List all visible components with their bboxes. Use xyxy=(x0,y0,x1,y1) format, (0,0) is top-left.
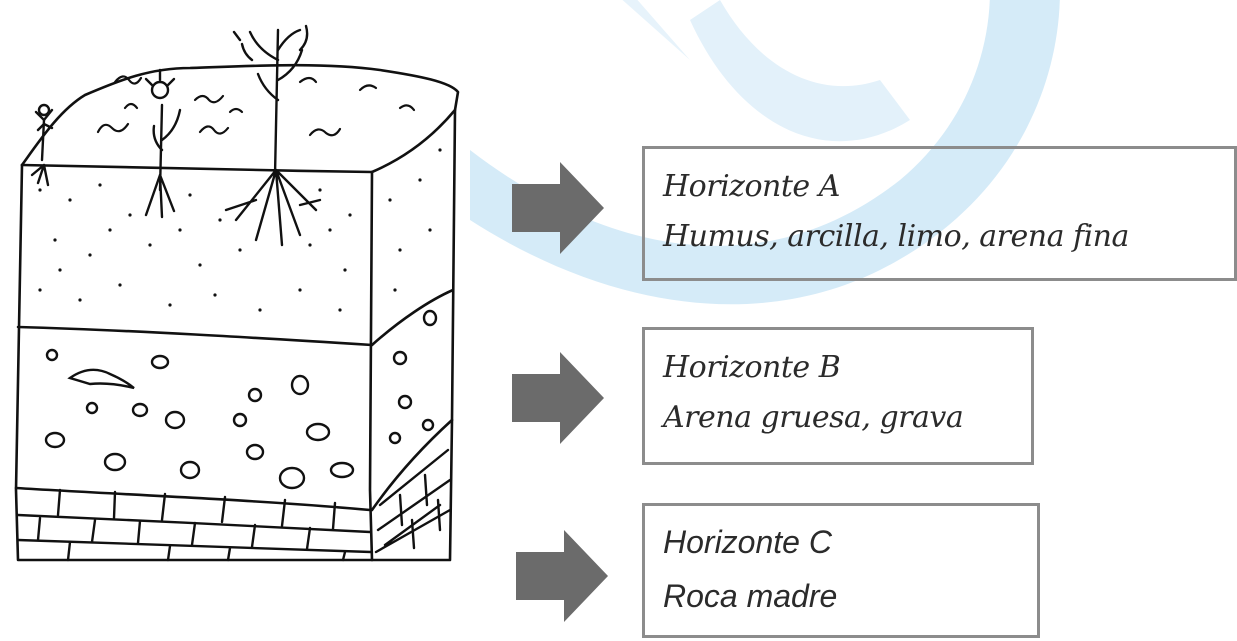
horizon-c-title: Horizonte C xyxy=(663,524,832,560)
horizon-b-title: Horizonte B xyxy=(663,350,841,385)
horizon-b-description: Arena gruesa, grava xyxy=(663,400,964,435)
horizon-b-box: Horizonte B Arena gruesa, grava xyxy=(642,327,1034,465)
horizon-c-description: Roca madre xyxy=(663,578,838,614)
horizon-a-box: Horizonte A Humus, arcilla, limo, arena … xyxy=(642,146,1237,281)
horizon-c-box: Horizonte C Roca madre xyxy=(642,503,1040,638)
right-arrow-icon xyxy=(516,530,608,622)
horizon-a-description: Humus, arcilla, limo, arena fina xyxy=(663,219,1129,254)
horizon-a-title: Horizonte A xyxy=(663,169,840,204)
right-arrow-icon xyxy=(512,352,604,444)
right-arrow-icon xyxy=(512,162,604,254)
soil-block-illustration xyxy=(14,24,460,562)
